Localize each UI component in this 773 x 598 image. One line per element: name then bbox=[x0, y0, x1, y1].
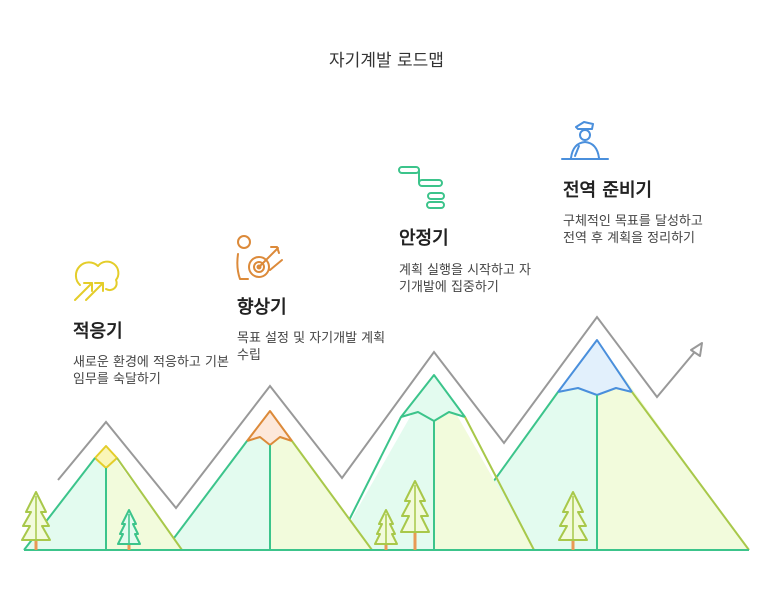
stage-title-3: 안정기 bbox=[399, 228, 449, 249]
tree-icon bbox=[558, 491, 588, 550]
stage-description-3: 계획 실행을 시작하고 자기개발에 집중하기 bbox=[399, 263, 531, 295]
tree-icon bbox=[374, 509, 398, 550]
stage-title-2: 향상기 bbox=[237, 297, 287, 318]
stage-title-4: 전역 준비기 bbox=[563, 180, 653, 201]
summit-cap-4 bbox=[557, 339, 633, 396]
tree-icon bbox=[117, 509, 141, 550]
page-title: 자기계발 로드맵 bbox=[329, 51, 444, 71]
stage-description-1: 새로운 환경에 적응하고 기본 임무를 숙달하기 bbox=[73, 355, 229, 387]
gantt-bars-icon bbox=[398, 166, 445, 209]
summit-cap-2 bbox=[246, 410, 293, 446]
mountain-2 bbox=[164, 410, 373, 551]
stage-description-4: 구체적인 목표를 달성하고 전역 후 계획을 정리하기 bbox=[563, 214, 703, 246]
zigzag-path bbox=[57, 315, 699, 510]
arrow-head-icon bbox=[690, 342, 703, 357]
mountain-3 bbox=[333, 374, 535, 551]
tree-icon bbox=[400, 480, 430, 550]
stage-title-1: 적응기 bbox=[73, 321, 123, 342]
stage-description-2: 목표 설정 및 자기개발 계획 수립 bbox=[237, 331, 386, 363]
officer-at-desk-icon bbox=[561, 121, 609, 160]
rising-arrows-cloud-icon bbox=[74, 260, 120, 301]
tree-icon bbox=[21, 491, 51, 550]
person-target-icon bbox=[236, 235, 283, 280]
summit-cap-3 bbox=[400, 374, 466, 422]
